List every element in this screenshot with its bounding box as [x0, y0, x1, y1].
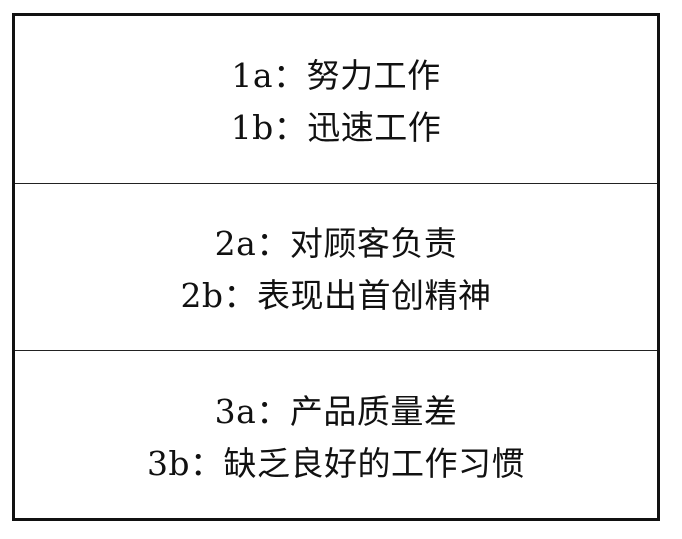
row-1-line-a: 1a：努力工作 [231, 56, 441, 96]
three-row-table: 1a：努力工作 1b：迅速工作 2a：对顾客负责 2b：表现出首创精神 3a：产… [12, 13, 660, 521]
row-2-line-a: 2a：对顾客负责 [214, 224, 458, 263]
table-row-3: 3a：产品质量差 3b：缺乏良好的工作习惯 [15, 350, 657, 518]
row-1-line-b: 1b：迅速工作 [230, 108, 442, 148]
row-2-line-b: 2b：表现出首创精神 [180, 276, 492, 315]
row-3-line-b: 3b：缺乏良好的工作习惯 [146, 443, 526, 483]
table-row-2: 2a：对顾客负责 2b：表现出首创精神 [15, 182, 657, 351]
row-3-line-a: 3a：产品质量差 [214, 391, 458, 431]
table-row-1: 1a：努力工作 1b：迅速工作 [15, 16, 657, 183]
